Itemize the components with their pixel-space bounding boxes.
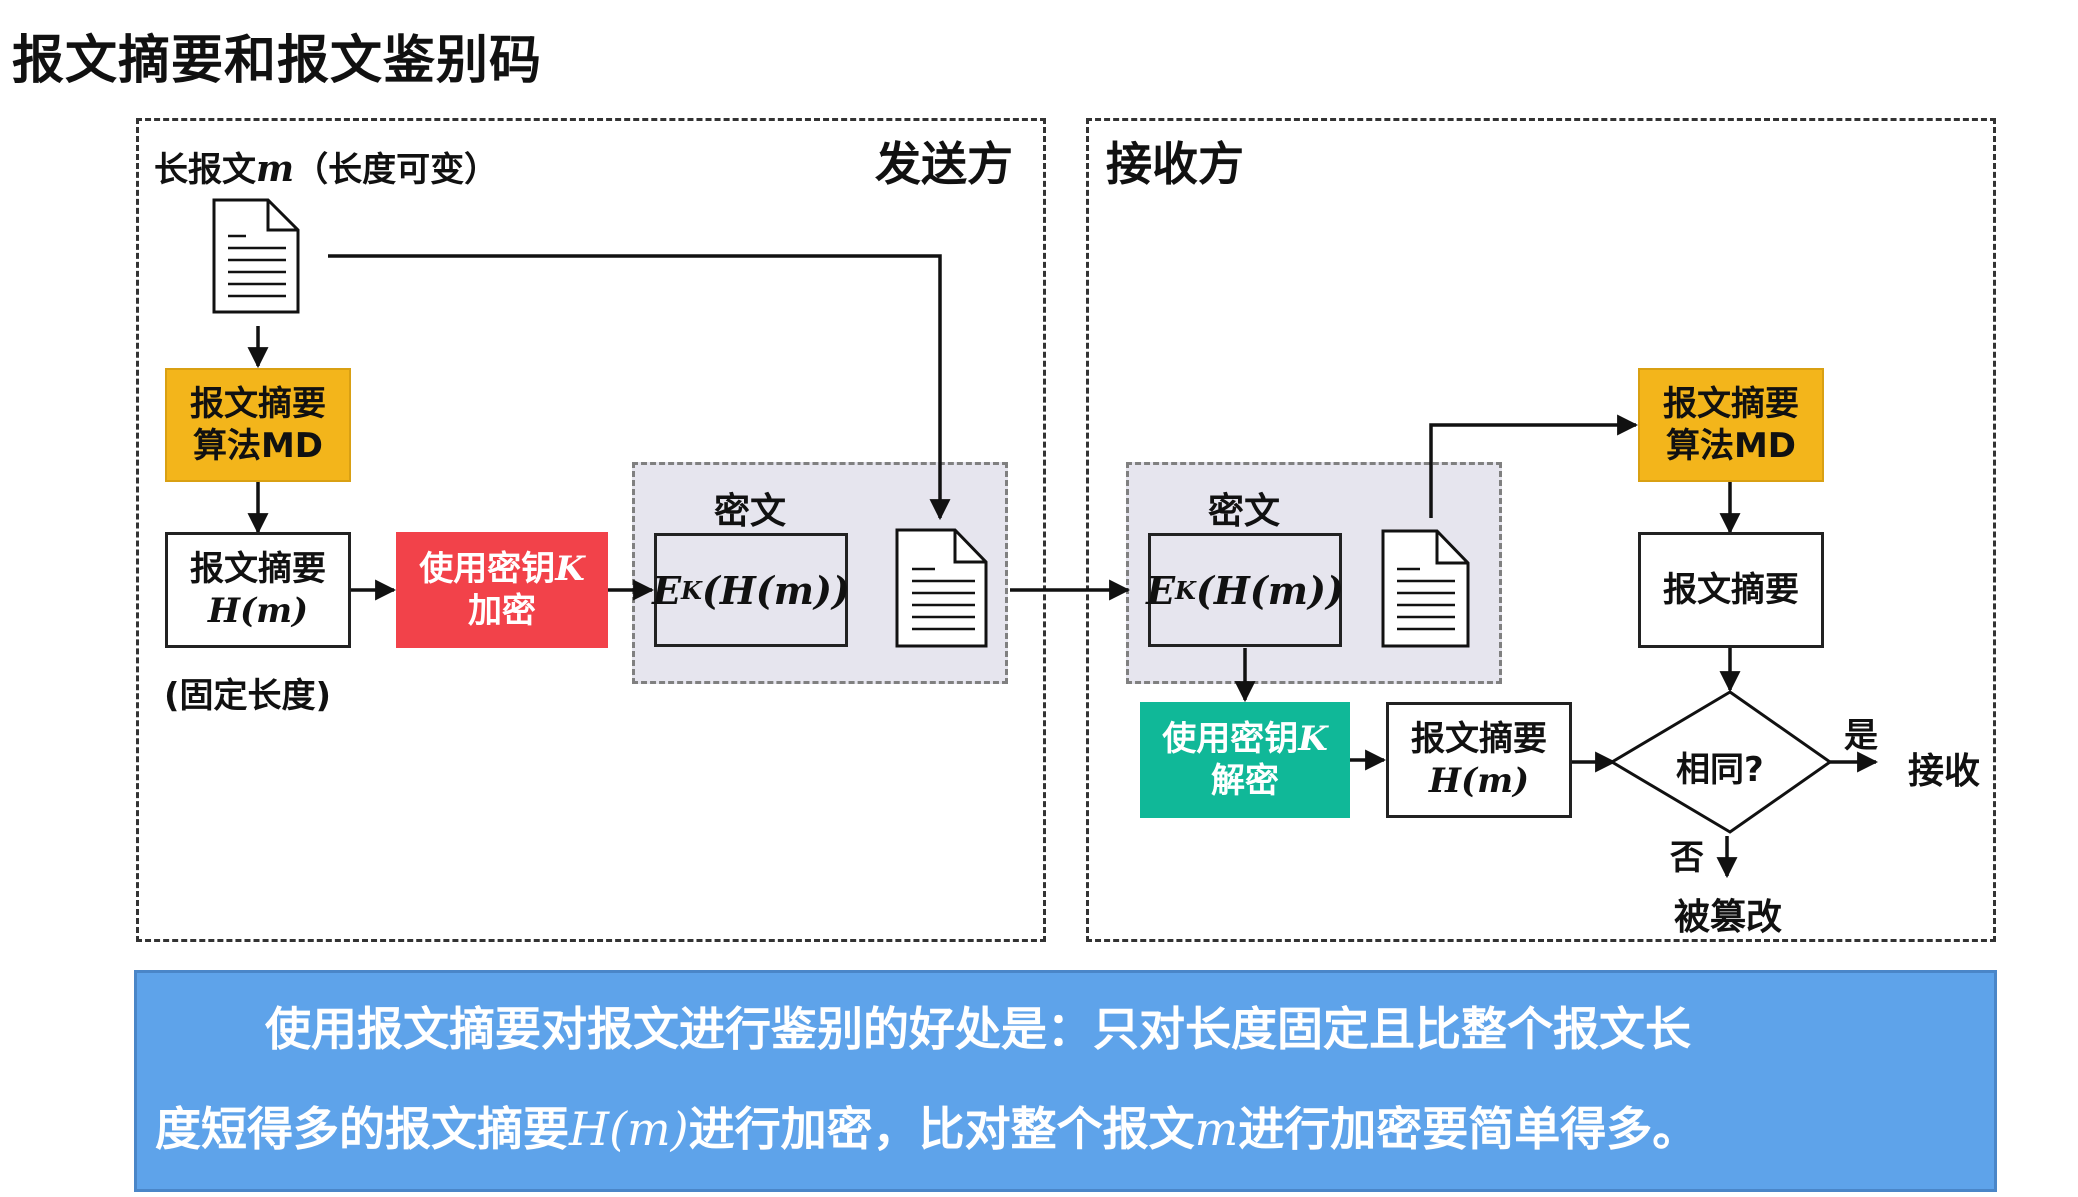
compare-label: 相同?	[1676, 750, 1764, 790]
yes-label: 是	[1844, 716, 1878, 756]
summary-line-1: 使用报文摘要对报文进行鉴别的好处是：只对长度固定且比整个报文长	[265, 1002, 1691, 1056]
receiver-heading: 接收方	[1106, 137, 1244, 191]
page-title: 报文摘要和报文鉴别码	[12, 31, 543, 91]
decrypted-digest-box: 报文摘要 H(m)	[1386, 702, 1572, 818]
sender-digest-box: 报文摘要 H(m)	[165, 532, 351, 648]
sender-heading: 发送方	[875, 137, 1013, 191]
accept-label: 接收	[1908, 751, 1981, 792]
document-icon	[895, 528, 988, 648]
tampered-label: 被篡改	[1674, 897, 1783, 938]
receiver-panel	[1086, 118, 1996, 942]
arrow-message-to-ciphertext-doc	[328, 254, 951, 521]
document-icon	[1381, 529, 1470, 648]
receiver-ciphertext-label: 密文	[1208, 491, 1281, 532]
no-label: 否	[1670, 838, 1704, 878]
receiver-md-algorithm-box: 报文摘要 算法MD	[1638, 368, 1824, 482]
encrypt-box: 使用密钥K 加密	[396, 532, 608, 648]
document-icon	[212, 198, 300, 314]
fixed-length-note: (固定长度)	[164, 676, 332, 716]
summary-line-2: 度短得多的报文摘要H(m)进行加密，比对整个报文m进行加密要简单得多。	[155, 1102, 1699, 1156]
decrypt-box: 使用密钥K 解密	[1140, 702, 1350, 818]
receiver-digest-box: 报文摘要	[1638, 532, 1824, 648]
sender-md-algorithm-box: 报文摘要 算法MD	[165, 368, 351, 482]
summary-banner: 使用报文摘要对报文进行鉴别的好处是：只对长度固定且比整个报文长 度短得多的报文摘…	[134, 970, 1997, 1192]
arrow-doc-to-md-receiver	[1429, 414, 1639, 518]
long-message-label: 长报文m（长度可变）	[154, 148, 499, 190]
compare-diamond	[1609, 690, 1833, 834]
sender-ciphertext-label: 密文	[714, 491, 787, 532]
sender-panel	[136, 118, 1046, 942]
